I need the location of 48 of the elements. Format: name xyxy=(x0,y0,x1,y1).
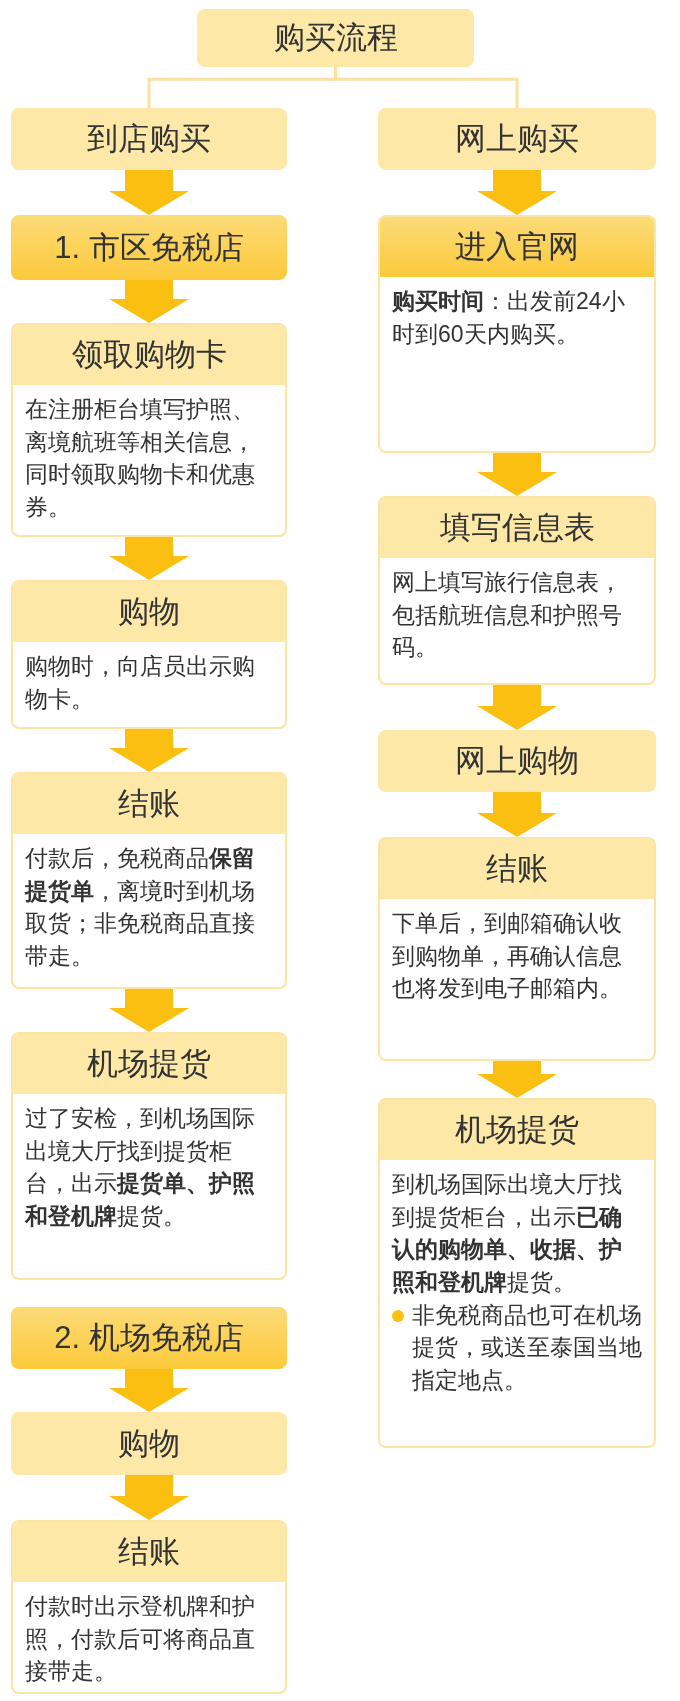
step-heading: 机场提货 xyxy=(13,1034,285,1094)
arrow xyxy=(109,989,189,1032)
connector-line xyxy=(334,67,519,108)
arrow xyxy=(477,1061,557,1098)
step-description: 在注册柜台填写护照、离境航班等相关信息，同时领取购物卡和优惠券。 xyxy=(25,395,256,522)
step-card xyxy=(11,1520,287,1694)
arrow xyxy=(109,1369,189,1412)
step-description: 下单后，到邮箱确认收到购物单，再确认信息也将发到电子邮箱内。 xyxy=(392,909,623,1004)
step-heading: 机场提货 xyxy=(380,1100,654,1160)
step-box: 网上购买 xyxy=(378,108,656,170)
arrow xyxy=(109,280,189,323)
arrow xyxy=(477,792,557,837)
arrow xyxy=(477,685,557,730)
step-heading: 结账 xyxy=(13,774,285,834)
step-description: 付款后，免税商品保留提货单，离境时到机场取货；非免税商品直接带走。 xyxy=(25,844,256,971)
arrow xyxy=(109,537,189,580)
step-box: 到店购买 xyxy=(11,108,287,170)
step-heading: 购物 xyxy=(13,582,285,642)
step-card xyxy=(11,1032,287,1280)
step-description: 购物时，向店员出示购物卡。 xyxy=(25,652,256,714)
step-description: 购买时间：出发前24小时到60天内购买。 xyxy=(392,287,626,349)
step-card xyxy=(378,1098,656,1448)
step-card xyxy=(11,580,287,729)
step-heading: 领取购物卡 xyxy=(13,325,285,385)
step-box: 购物 xyxy=(11,1412,287,1475)
bullet-note: 非免税商品也可在机场提货，或送至泰国当地指定地点。 xyxy=(412,1300,643,1395)
arrow xyxy=(109,729,189,772)
arrow xyxy=(109,1475,189,1520)
step-card xyxy=(378,837,656,1061)
step-description: 网上填写旅行信息表，包括航班信息和护照号码。 xyxy=(392,568,623,663)
step-heading: 结账 xyxy=(13,1522,285,1582)
title-box: 购买流程 xyxy=(197,9,474,67)
step-card xyxy=(11,323,287,537)
store-box: 2. 机场免税店 xyxy=(11,1307,287,1369)
step-description: 付款时出示登机牌和护照，付款后可将商品直接带走。 xyxy=(25,1592,256,1687)
arrow xyxy=(477,453,557,496)
step-description: 到机场国际出境大厅找到提货柜台，出示已确认的购物单、收据、护照和登机牌提货。 xyxy=(392,1170,623,1297)
step-heading: 进入官网 xyxy=(380,217,654,277)
step-card xyxy=(11,772,287,989)
store-box: 1. 市区免税店 xyxy=(11,215,287,280)
step-card xyxy=(378,215,656,453)
step-description: 过了安检，到机场国际出境大厅找到提货柜台，出示提货单、护照和登机牌提货。 xyxy=(25,1104,256,1231)
step-heading: 结账 xyxy=(380,839,654,899)
arrow xyxy=(477,170,557,215)
step-card xyxy=(378,496,656,685)
step-box: 网上购物 xyxy=(378,730,656,792)
arrow xyxy=(109,170,189,215)
step-heading: 填写信息表 xyxy=(380,498,654,558)
